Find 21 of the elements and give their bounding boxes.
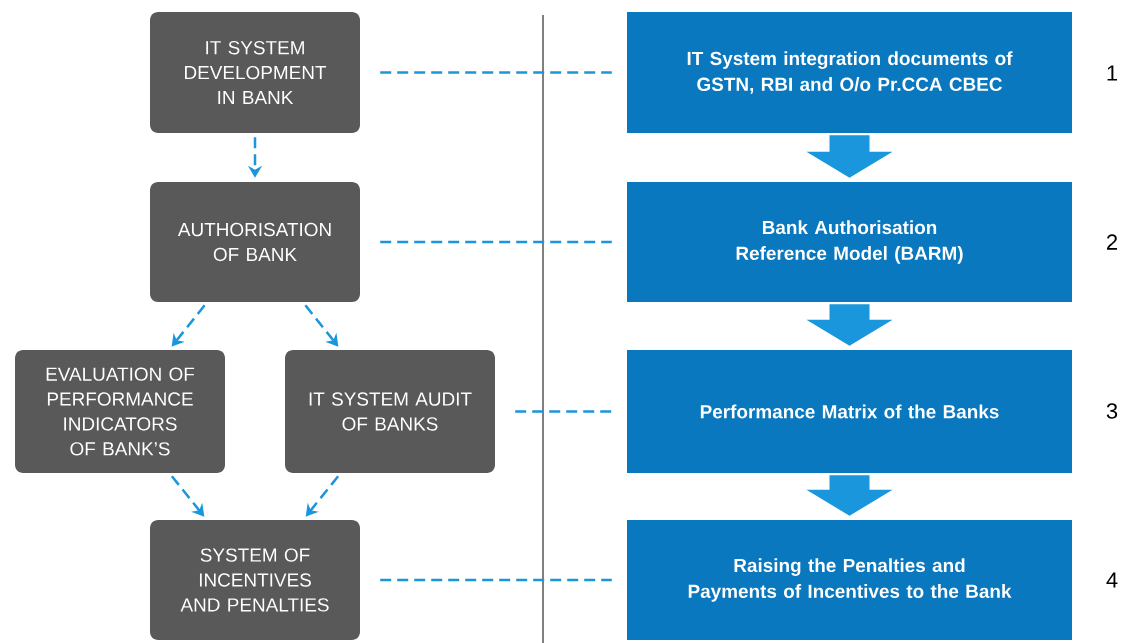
info-box: IT System integration documents of GSTN, RBI and O/o Pr.CCA CBEC xyxy=(627,12,1072,133)
process-box: SYSTEM OF INCENTIVES AND PENALTIES xyxy=(150,520,360,640)
dashed-connector xyxy=(380,71,612,74)
step-number: 3 xyxy=(1106,403,1118,419)
info-box: Raising the Penalties and Payments of Incentives to the Bank xyxy=(627,520,1072,640)
dashed-arrow xyxy=(305,475,340,517)
process-box: EVALUATION OF PERFORMANCE INDICATORS OF BANK’S xyxy=(15,350,225,473)
dashed-connector xyxy=(380,240,612,244)
dashed-arrow xyxy=(171,304,206,347)
info-box: Bank Authorisation Reference Model (BARM) xyxy=(627,182,1072,302)
step-number: 1 xyxy=(1107,65,1118,81)
dashed-arrow xyxy=(170,475,205,517)
step-number: 4 xyxy=(1106,572,1118,588)
info-box: Performance Matrix of the Banks xyxy=(627,350,1072,473)
dashed-connector xyxy=(515,410,612,413)
process-box: IT SYSTEM DEVELOPMENT IN BANK xyxy=(150,12,360,133)
process-box: IT SYSTEM AUDIT OF BANKS xyxy=(285,350,495,473)
process-box: AUTHORISATION OF BANK xyxy=(150,182,360,302)
dashed-arrow xyxy=(304,304,339,347)
dashed-connector xyxy=(380,578,612,582)
step-number: 2 xyxy=(1107,234,1117,250)
